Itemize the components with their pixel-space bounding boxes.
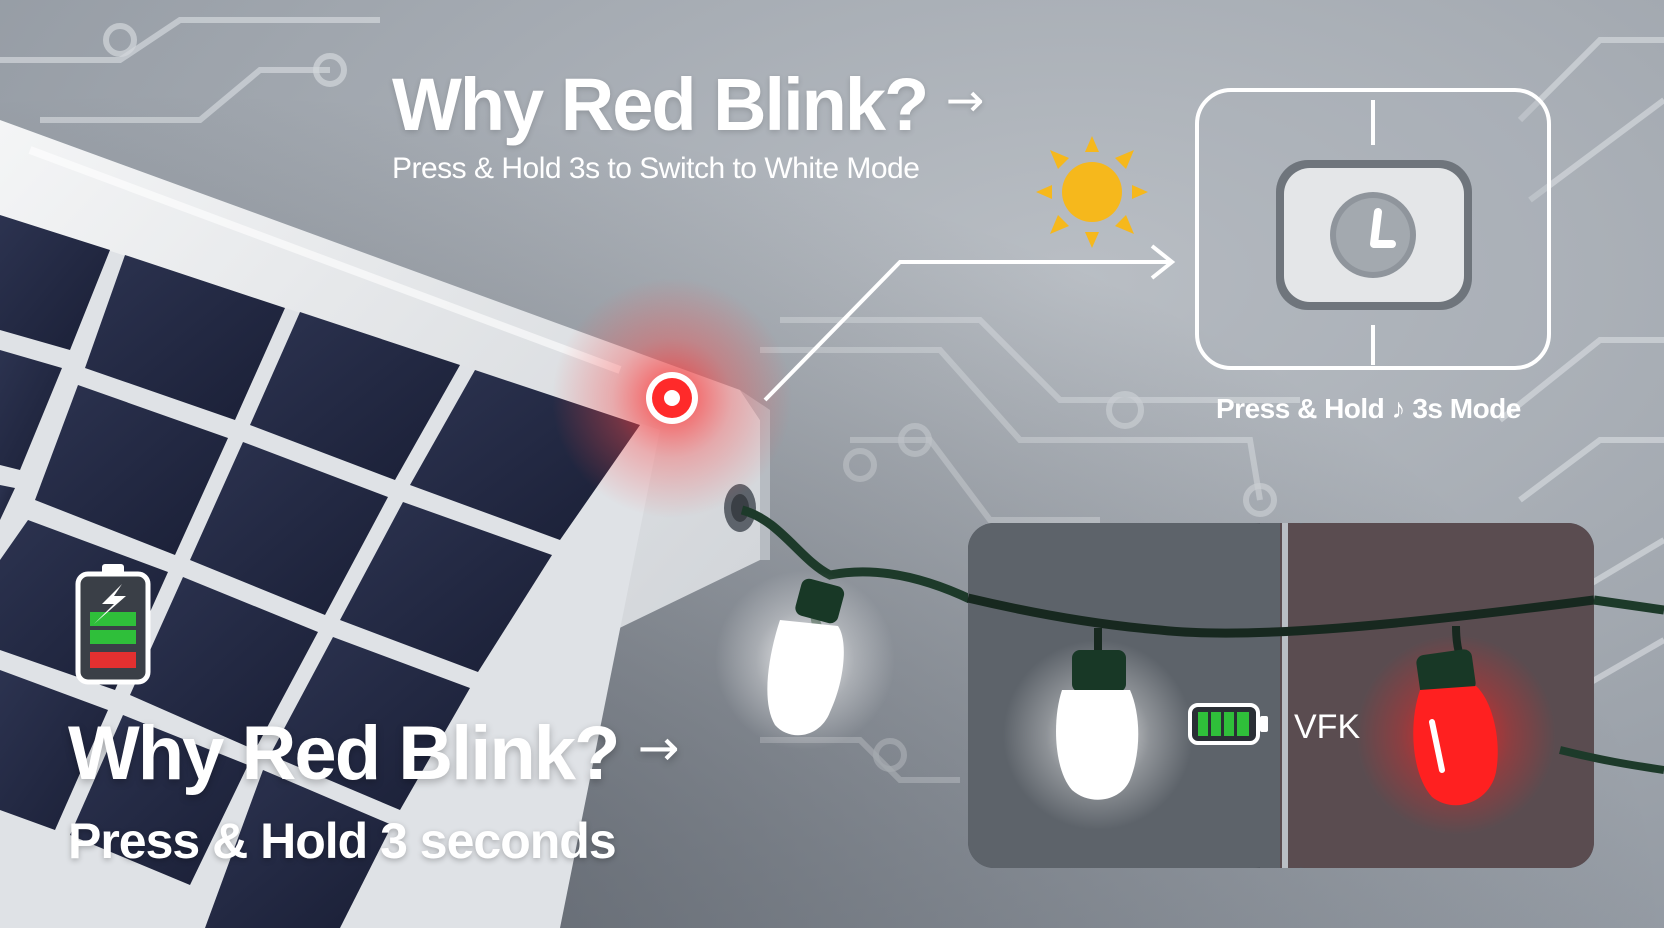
pointer-arrowhead (1150, 244, 1176, 280)
power-button-icon[interactable] (1276, 160, 1472, 310)
comparison-label: VFK (1294, 708, 1361, 746)
card-cord (966, 593, 1595, 638)
red-bulb (1413, 625, 1498, 806)
top-arrow-icon: → (945, 73, 985, 127)
battery-charging-icon (75, 564, 151, 685)
pointer-line (763, 260, 1170, 402)
top-headline-text: Why Red Blink? (392, 63, 929, 146)
solar-panel (0, 120, 770, 928)
bottom-headline: Why Red Blink? → (68, 710, 680, 797)
top-headline: Why Red Blink? → (392, 62, 985, 147)
battery-full-icon (1188, 703, 1268, 745)
white-bulb-outside (767, 578, 845, 736)
white-bulb-card (1056, 628, 1139, 800)
bottom-subtitle: Press & Hold 3 seconds (68, 813, 617, 869)
button-caption: Press & Hold ♪ 3s Mode (1216, 393, 1521, 424)
top-subtitle: Press & Hold 3s to Switch to White Mode (392, 152, 920, 185)
bottom-arrow-icon: → (637, 719, 680, 777)
sun-icon (1036, 136, 1148, 248)
bottom-headline-text: Why Red Blink? (68, 711, 620, 796)
